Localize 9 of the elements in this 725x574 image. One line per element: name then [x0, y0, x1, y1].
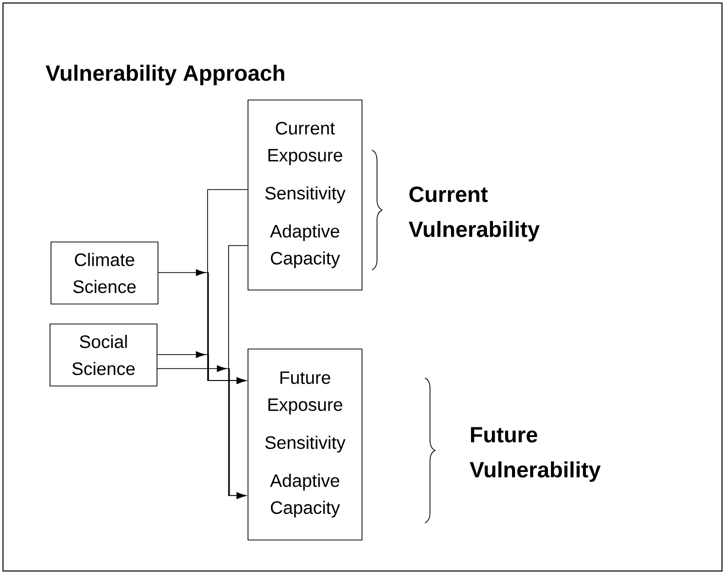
process-box: Current Exposure Sensitivity Adaptive Capacity — [248, 100, 362, 290]
arrow — [157, 365, 246, 499]
process-box: Climate Science — [50, 242, 158, 304]
process-box: Social Science — [50, 324, 158, 386]
group-label: Future Vulnerability — [470, 427, 601, 482]
arrow — [157, 351, 246, 384]
group-label: Current Vulnerability — [408, 186, 540, 242]
process-box: Future Exposure Sensitivity Adaptive Capacity — [248, 348, 362, 540]
title: Vulnerability Approach — [46, 64, 284, 86]
